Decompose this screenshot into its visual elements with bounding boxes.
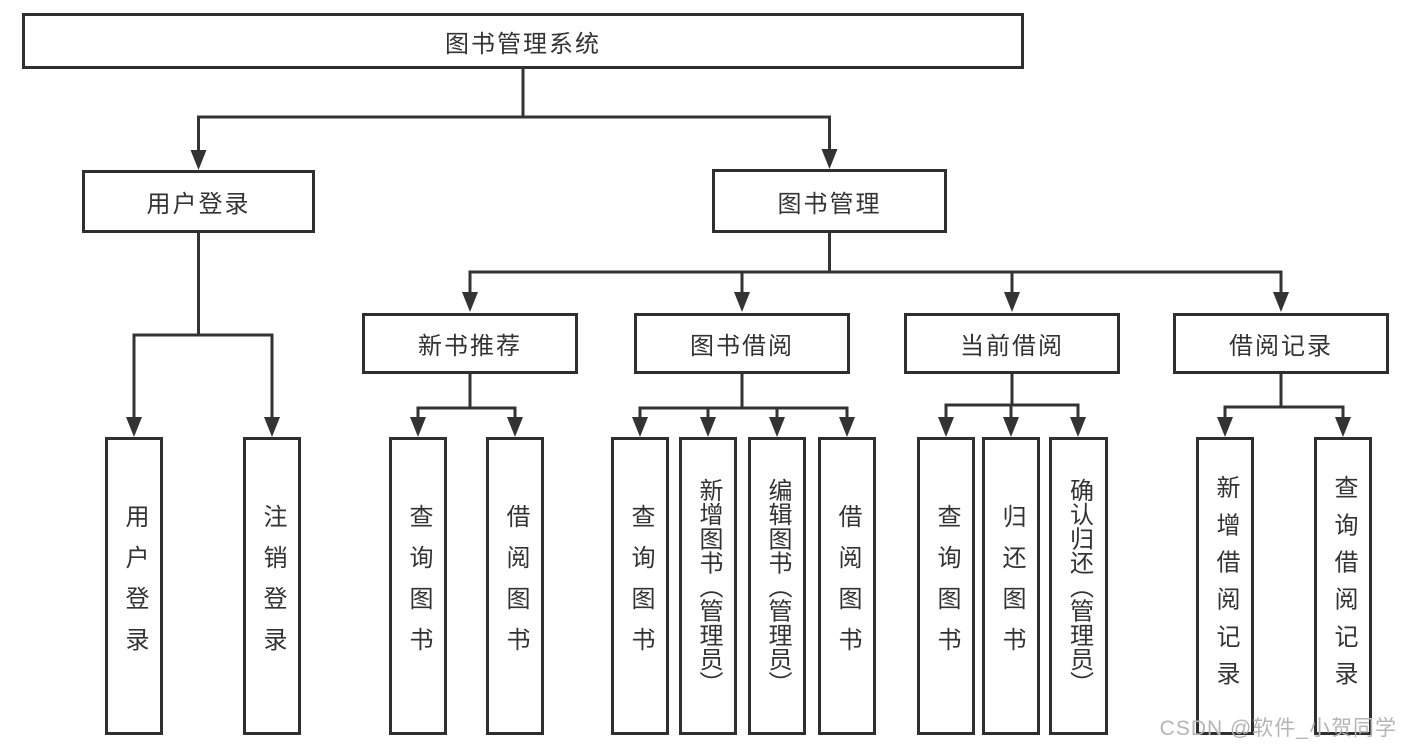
connector-records-to-leaves <box>1223 374 1345 421</box>
arrowhead <box>1273 292 1289 312</box>
leaf-borrow-book: 借阅图书 <box>818 437 876 735</box>
arrowhead <box>1003 417 1019 437</box>
arrowhead <box>700 417 716 437</box>
arrowhead <box>1217 417 1233 437</box>
node-current-borrow-label: 当前借阅 <box>960 333 1064 360</box>
node-root-label: 图书管理系统 <box>445 30 601 58</box>
connector-login-to-leaves <box>132 233 274 421</box>
arrowhead <box>1070 417 1086 437</box>
leaf-newbooks-query: 查询图书 <box>389 437 447 735</box>
leaf-logout: 注销登录 <box>243 437 301 735</box>
leaf-borrow-edit-book-admin-label: 编辑图书（管理员） <box>764 477 791 695</box>
csdn-watermark: CSDN @软件_小贺同学 <box>1159 717 1397 740</box>
connector-arrowheads <box>126 149 1351 437</box>
leaf-records-query: 查询借阅记录 <box>1314 437 1372 735</box>
leaf-current-return-label: 归还图书 <box>998 504 1025 668</box>
connector-newbooks-to-leaves <box>416 374 517 421</box>
arrowhead <box>938 417 954 437</box>
arrowhead <box>462 292 478 312</box>
arrowhead <box>126 417 142 437</box>
node-root: 图书管理系统 <box>22 13 1024 69</box>
leaf-user-login-label: 用户登录 <box>121 504 148 668</box>
leaf-records-query-label: 查询借阅记录 <box>1330 474 1357 698</box>
arrowhead <box>190 150 207 170</box>
arrowhead <box>734 292 750 312</box>
node-new-books: 新书推荐 <box>362 313 578 374</box>
node-borrow-records: 借阅记录 <box>1173 313 1389 374</box>
arrowhead <box>821 149 838 169</box>
arrowhead <box>632 417 648 437</box>
arrowhead <box>769 417 785 437</box>
leaf-newbooks-borrow: 借阅图书 <box>486 437 544 735</box>
arrowhead <box>1335 417 1351 437</box>
arrowhead <box>1004 292 1020 312</box>
arrowhead <box>264 417 280 437</box>
node-new-books-label: 新书推荐 <box>418 333 522 360</box>
node-book-borrow-label: 图书借阅 <box>690 333 794 360</box>
connector-bookborrow-to-leaves <box>638 374 849 421</box>
arrowhead <box>410 417 426 437</box>
node-borrow-records-label: 借阅记录 <box>1229 333 1333 360</box>
connector-root-to-level2 <box>197 69 831 153</box>
leaf-current-query-label: 查询图书 <box>933 504 960 668</box>
connector-currentborrow-to-leaves <box>944 374 1080 421</box>
leaf-borrow-book-label: 借阅图书 <box>834 504 861 668</box>
leaf-logout-label: 注销登录 <box>259 504 286 668</box>
node-user-login-label: 用户登录 <box>146 191 251 218</box>
leaf-borrow-query: 查询图书 <box>611 437 669 735</box>
leaf-current-confirm-return-admin-label: 确认归还（管理员） <box>1065 477 1093 695</box>
leaf-newbooks-borrow-label: 借阅图书 <box>502 504 529 668</box>
leaf-borrow-edit-book-admin: 编辑图书（管理员） <box>748 437 806 735</box>
node-current-borrow: 当前借阅 <box>904 313 1120 374</box>
leaf-borrow-query-label: 查询图书 <box>627 504 654 668</box>
leaf-current-query: 查询图书 <box>917 437 975 735</box>
connector-bookmgmt-to-level3 <box>468 233 1283 296</box>
arrowhead <box>507 417 523 437</box>
leaf-borrow-add-book-admin-label: 新增图书（管理员） <box>695 477 722 695</box>
leaf-borrow-add-book-admin: 新增图书（管理员） <box>679 437 737 735</box>
leaf-user-login: 用户登录 <box>105 437 163 735</box>
leaf-current-return: 归还图书 <box>982 437 1040 735</box>
leaf-current-confirm-return-admin: 确认归还（管理员） <box>1049 437 1108 735</box>
leaf-newbooks-query-label: 查询图书 <box>405 504 432 668</box>
leaf-records-add-label: 新增借阅记录 <box>1212 474 1239 698</box>
node-book-borrow: 图书借阅 <box>634 313 850 374</box>
connector-lines <box>132 69 1345 421</box>
arrowhead <box>839 417 855 437</box>
node-user-login: 用户登录 <box>82 170 315 233</box>
node-book-mgmt-label: 图书管理 <box>777 190 882 218</box>
node-book-mgmt: 图书管理 <box>712 169 947 233</box>
leaf-records-add: 新增借阅记录 <box>1196 437 1254 735</box>
